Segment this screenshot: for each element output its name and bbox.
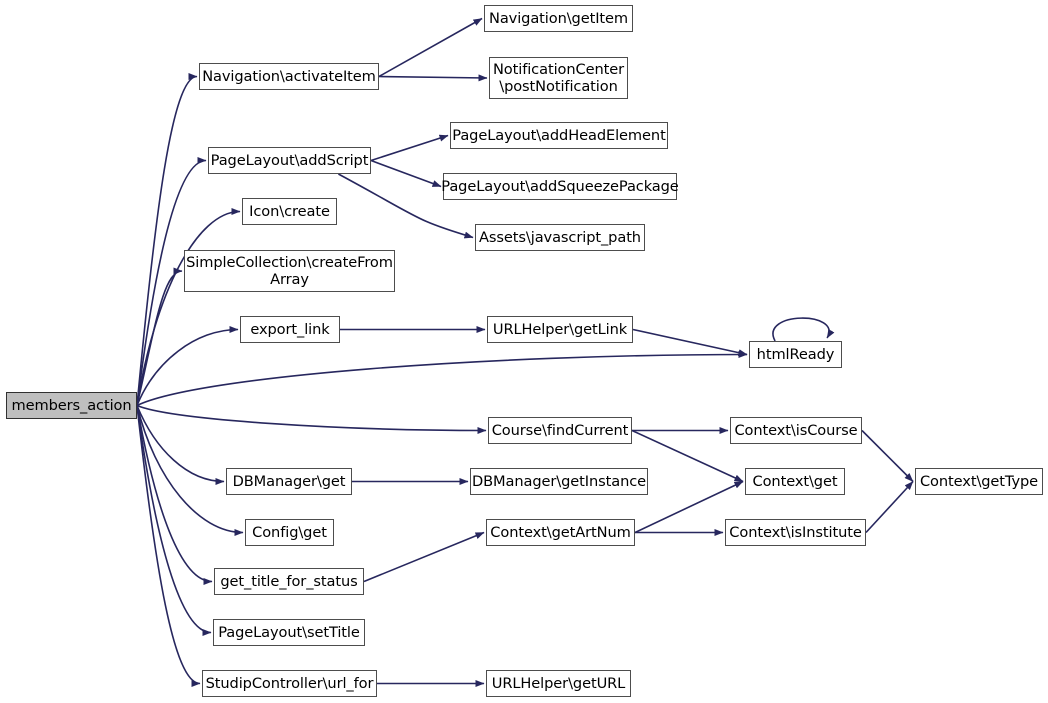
graph-edge-navigation_activateitem-to-notificationcenter_post	[378, 74, 488, 82]
graph-node-label: htmlReady	[756, 345, 835, 363]
graph-node-get_title_for_status[interactable]: get_title_for_status	[214, 568, 364, 595]
graph-edge-members_action-to-dbmanager_get	[136, 405, 225, 485]
graph-edge-members_action-to-simplecollection_createfrom	[136, 267, 183, 406]
graph-node-icon_create[interactable]: Icon\create	[242, 198, 337, 225]
graph-node-dbmanager_get[interactable]: DBManager\get	[226, 468, 352, 495]
graph-node-label: StudipController\url_for	[205, 674, 374, 692]
graph-edge-pagelayout_addscript-to-pagelayout_addheadelement	[370, 134, 449, 162]
graph-node-urlhelper_getlink[interactable]: URLHelper\getLink	[487, 316, 633, 343]
graph-node-config_get[interactable]: Config\get	[245, 519, 334, 546]
graph-node-pagelayout_settitle[interactable]: PageLayout\setTitle	[213, 619, 365, 646]
graph-edge-pagelayout_addscript-to-assets_javascript_path	[338, 173, 474, 239]
graph-edge-urlhelper_getlink-to-htmlready	[632, 328, 748, 357]
graph-node-label: Icon\create	[249, 202, 330, 220]
graph-edge-context_iscourse-to-context_gettype	[861, 429, 914, 483]
graph-node-label: Assets\javascript_path	[479, 228, 641, 246]
graph-node-pagelayout_addscript[interactable]: PageLayout\addScript	[208, 147, 371, 174]
graph-node-label: Navigation\activateItem	[202, 67, 376, 85]
graph-node-assets_javascript_path[interactable]: Assets\javascript_path	[475, 224, 645, 251]
graph-node-label: PageLayout\addScript	[210, 151, 369, 169]
graph-node-studipcontroller_url_for[interactable]: StudipController\url_for	[202, 670, 377, 697]
graph-edge-pagelayout_addscript-to-pagelayout_addsqueeze	[370, 159, 442, 188]
graph-edge-members_action-to-course_findcurrent	[136, 404, 487, 434]
graph-node-urlhelper_geturl[interactable]: URLHelper\getURL	[486, 670, 631, 697]
graph-edge-members_action-to-pagelayout_addscript	[136, 157, 207, 406]
graph-node-export_link[interactable]: export_link	[240, 316, 340, 343]
graph-node-label: DBManager\getInstance	[471, 472, 647, 490]
graph-node-pagelayout_addheadelement[interactable]: PageLayout\addHeadElement	[450, 122, 668, 149]
graph-node-label: PageLayout\addSqueezePackage	[441, 177, 679, 195]
graph-node-context_isinstitute[interactable]: Context\isInstitute	[725, 519, 866, 546]
graph-node-label: PageLayout\setTitle	[218, 623, 360, 641]
graph-node-htmlready[interactable]: htmlReady	[749, 341, 842, 368]
graph-node-notificationcenter_post[interactable]: NotificationCenter \postNotification	[489, 57, 628, 99]
graph-node-context_get[interactable]: Context\get	[745, 468, 845, 495]
graph-edge-context_getartnum-to-context_get	[634, 480, 744, 534]
graph-node-label: URLHelper\getLink	[492, 320, 628, 338]
graph-node-context_getartnum[interactable]: Context\getArtNum	[486, 519, 635, 546]
graph-node-label: members_action	[11, 396, 132, 414]
graph-node-label: URLHelper\getURL	[491, 674, 626, 692]
graph-node-course_findcurrent[interactable]: Course\findCurrent	[488, 417, 632, 444]
graph-edge-members_action-to-htmlready	[136, 351, 748, 407]
graph-edge-context_isinstitute-to-context_gettype	[865, 480, 914, 534]
graph-node-label: SimpleCollection\createFrom Array	[186, 253, 393, 288]
graph-edge-members_action-to-navigation_activateitem	[136, 73, 198, 406]
graph-node-label: DBManager\get	[232, 472, 346, 490]
graph-edge-get_title_for_status-to-context_getartnum	[363, 531, 485, 583]
graph-node-simplecollection_createfrom[interactable]: SimpleCollection\createFrom Array	[184, 250, 395, 292]
graph-node-label: Context\isCourse	[734, 421, 858, 439]
graph-node-label: Context\isInstitute	[729, 523, 862, 541]
graph-edge-members_action-to-studipcontroller_url_for	[136, 405, 201, 687]
graph-node-label: get_title_for_status	[220, 572, 358, 590]
graph-node-label: Course\findCurrent	[491, 421, 629, 439]
graph-node-navigation_getitem[interactable]: Navigation\getItem	[484, 5, 633, 32]
graph-edge-course_findcurrent-to-context_get	[631, 429, 744, 483]
graph-edge-navigation_activateitem-to-navigation_getitem	[378, 17, 483, 78]
graph-node-pagelayout_addsqueeze[interactable]: PageLayout\addSqueezePackage	[441, 173, 679, 200]
graph-edge-members_action-to-get_title_for_status	[136, 405, 213, 585]
graph-node-label: Navigation\getItem	[489, 9, 629, 27]
graph-node-context_gettype[interactable]: Context\getType	[915, 468, 1043, 495]
graph-node-label: PageLayout\addHeadElement	[452, 126, 666, 144]
graph-node-context_iscourse[interactable]: Context\isCourse	[730, 417, 862, 444]
graph-edge-members_action-to-config_get	[136, 405, 244, 536]
graph-node-label: Context\getType	[919, 472, 1039, 490]
graph-edge-members_action-to-icon_create	[136, 208, 241, 406]
graph-node-members_action[interactable]: members_action	[6, 392, 137, 419]
graph-node-label: NotificationCenter \postNotification	[492, 60, 625, 95]
graph-node-label: Config\get	[252, 523, 327, 541]
graph-edge-members_action-to-export_link	[136, 326, 239, 406]
graph-node-label: Context\get	[752, 472, 838, 490]
graph-node-dbmanager_getinstance[interactable]: DBManager\getInstance	[470, 468, 648, 495]
graph-node-navigation_activateitem[interactable]: Navigation\activateItem	[199, 63, 379, 90]
graph-edge-htmlready-to-htmlready	[772, 317, 835, 342]
graph-node-label: Context\getArtNum	[490, 523, 631, 541]
graph-edge-members_action-to-pagelayout_settitle	[136, 405, 212, 636]
graph-node-label: export_link	[250, 320, 330, 338]
